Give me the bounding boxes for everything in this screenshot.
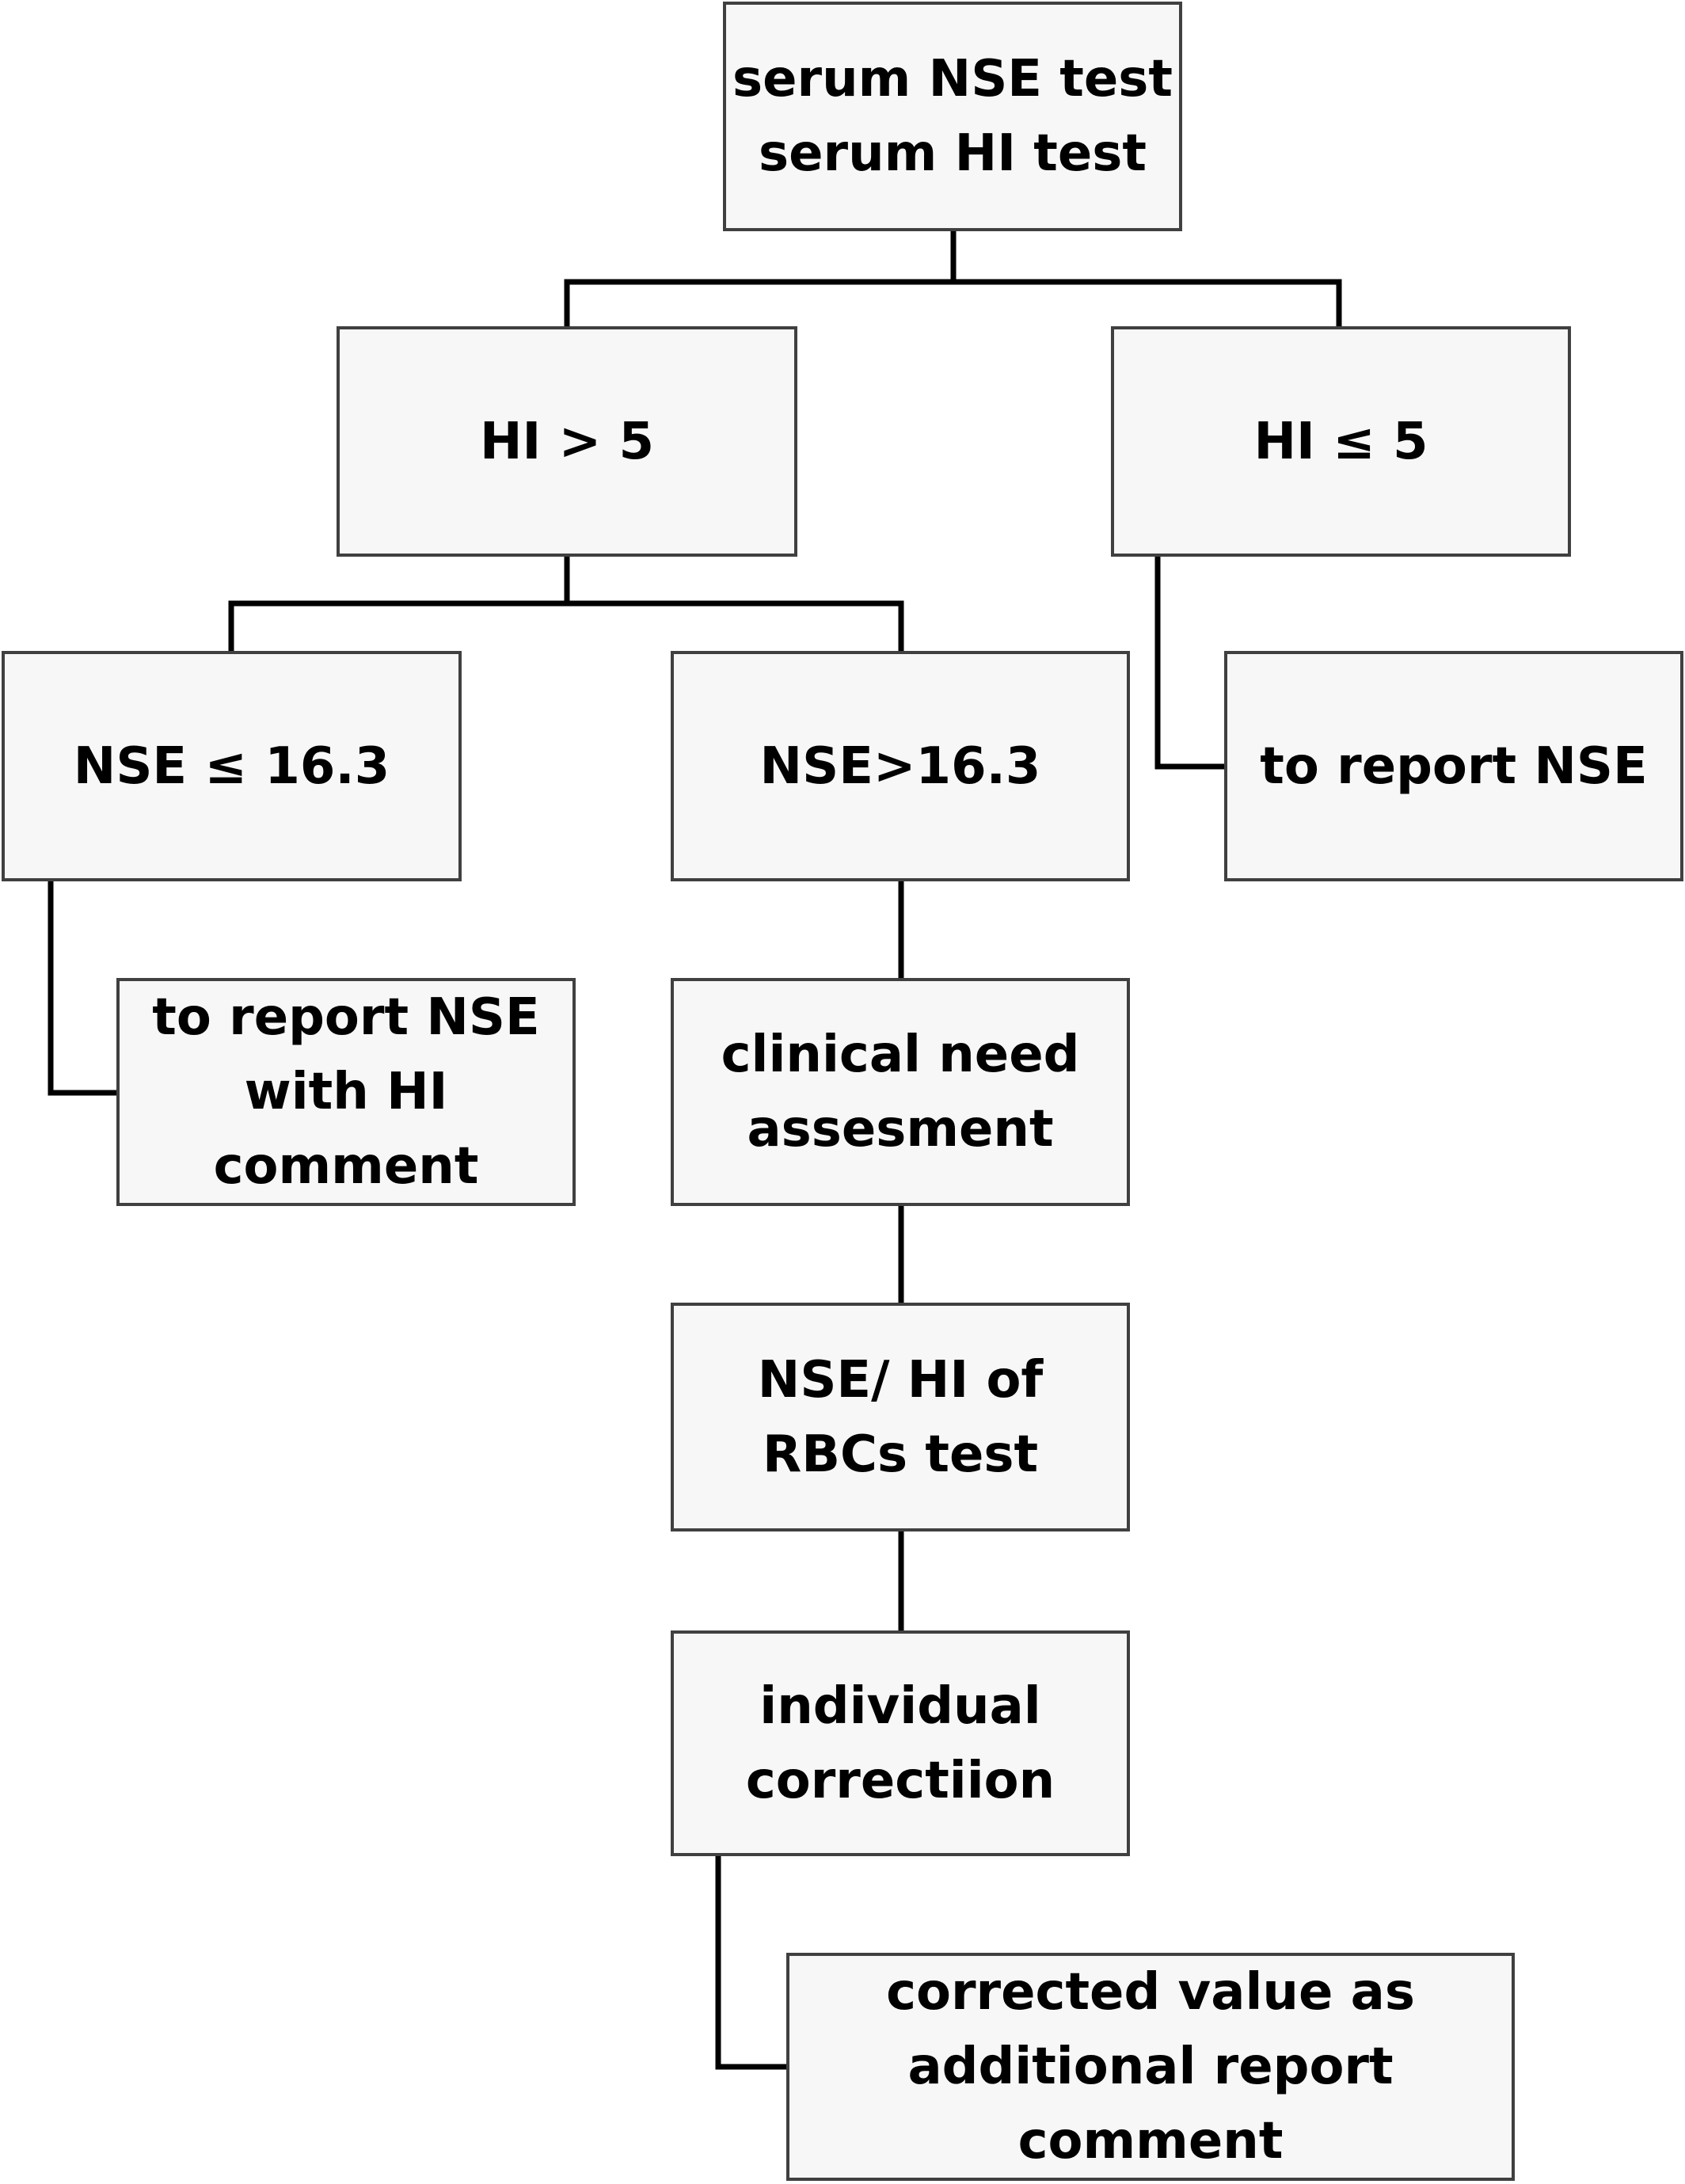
node-nse-at-most-16-3: NSE ≤ 16.3 [2,651,462,881]
node-report-nse: to report NSE [1224,651,1683,881]
node-report-nse-with-comment-label: to report NSE with HI comment [152,988,540,1196]
node-hi-above-5-label: HI > 5 [479,412,655,471]
node-individual-correction-label: individual correctiion [745,1676,1056,1810]
node-rbc-test-label: NSE/ HI of RBCs test [757,1350,1044,1484]
node-corrected-value: corrected value as additional report com… [786,1953,1515,2181]
connector-start-to-branches [564,279,1342,328]
node-individual-correction: individual correctiion [671,1630,1130,1856]
node-report-nse-with-comment: to report NSE with HI comment [116,978,576,1206]
node-hi-at-most-5: HI ≤ 5 [1111,326,1571,557]
node-corrected-value-label: corrected value as additional report com… [886,1963,1415,2171]
node-serum-tests: serum NSE test serum HI test [723,2,1182,231]
connector-hi-high-to-branches [228,600,904,653]
node-nse-at-most-16-3-label: NSE ≤ 16.3 [73,736,390,796]
node-nse-above-16-3-label: NSE>16.3 [759,736,1041,796]
connector-nse-low-to-report-comment [48,878,120,1096]
node-nse-above-16-3: NSE>16.3 [671,651,1130,881]
connector-hi-low-to-report [1154,554,1227,770]
node-serum-tests-label: serum NSE test serum HI test [732,50,1173,183]
node-rbc-test: NSE/ HI of RBCs test [671,1303,1130,1531]
node-clinical-need: clinical need assesment [671,978,1130,1206]
node-hi-at-most-5-label: HI ≤ 5 [1253,412,1428,471]
node-clinical-need-label: clinical need assesment [721,1025,1080,1159]
node-report-nse-label: to report NSE [1260,736,1648,796]
node-hi-above-5: HI > 5 [337,326,797,557]
connector-correction-to-corrected [715,1853,789,2070]
